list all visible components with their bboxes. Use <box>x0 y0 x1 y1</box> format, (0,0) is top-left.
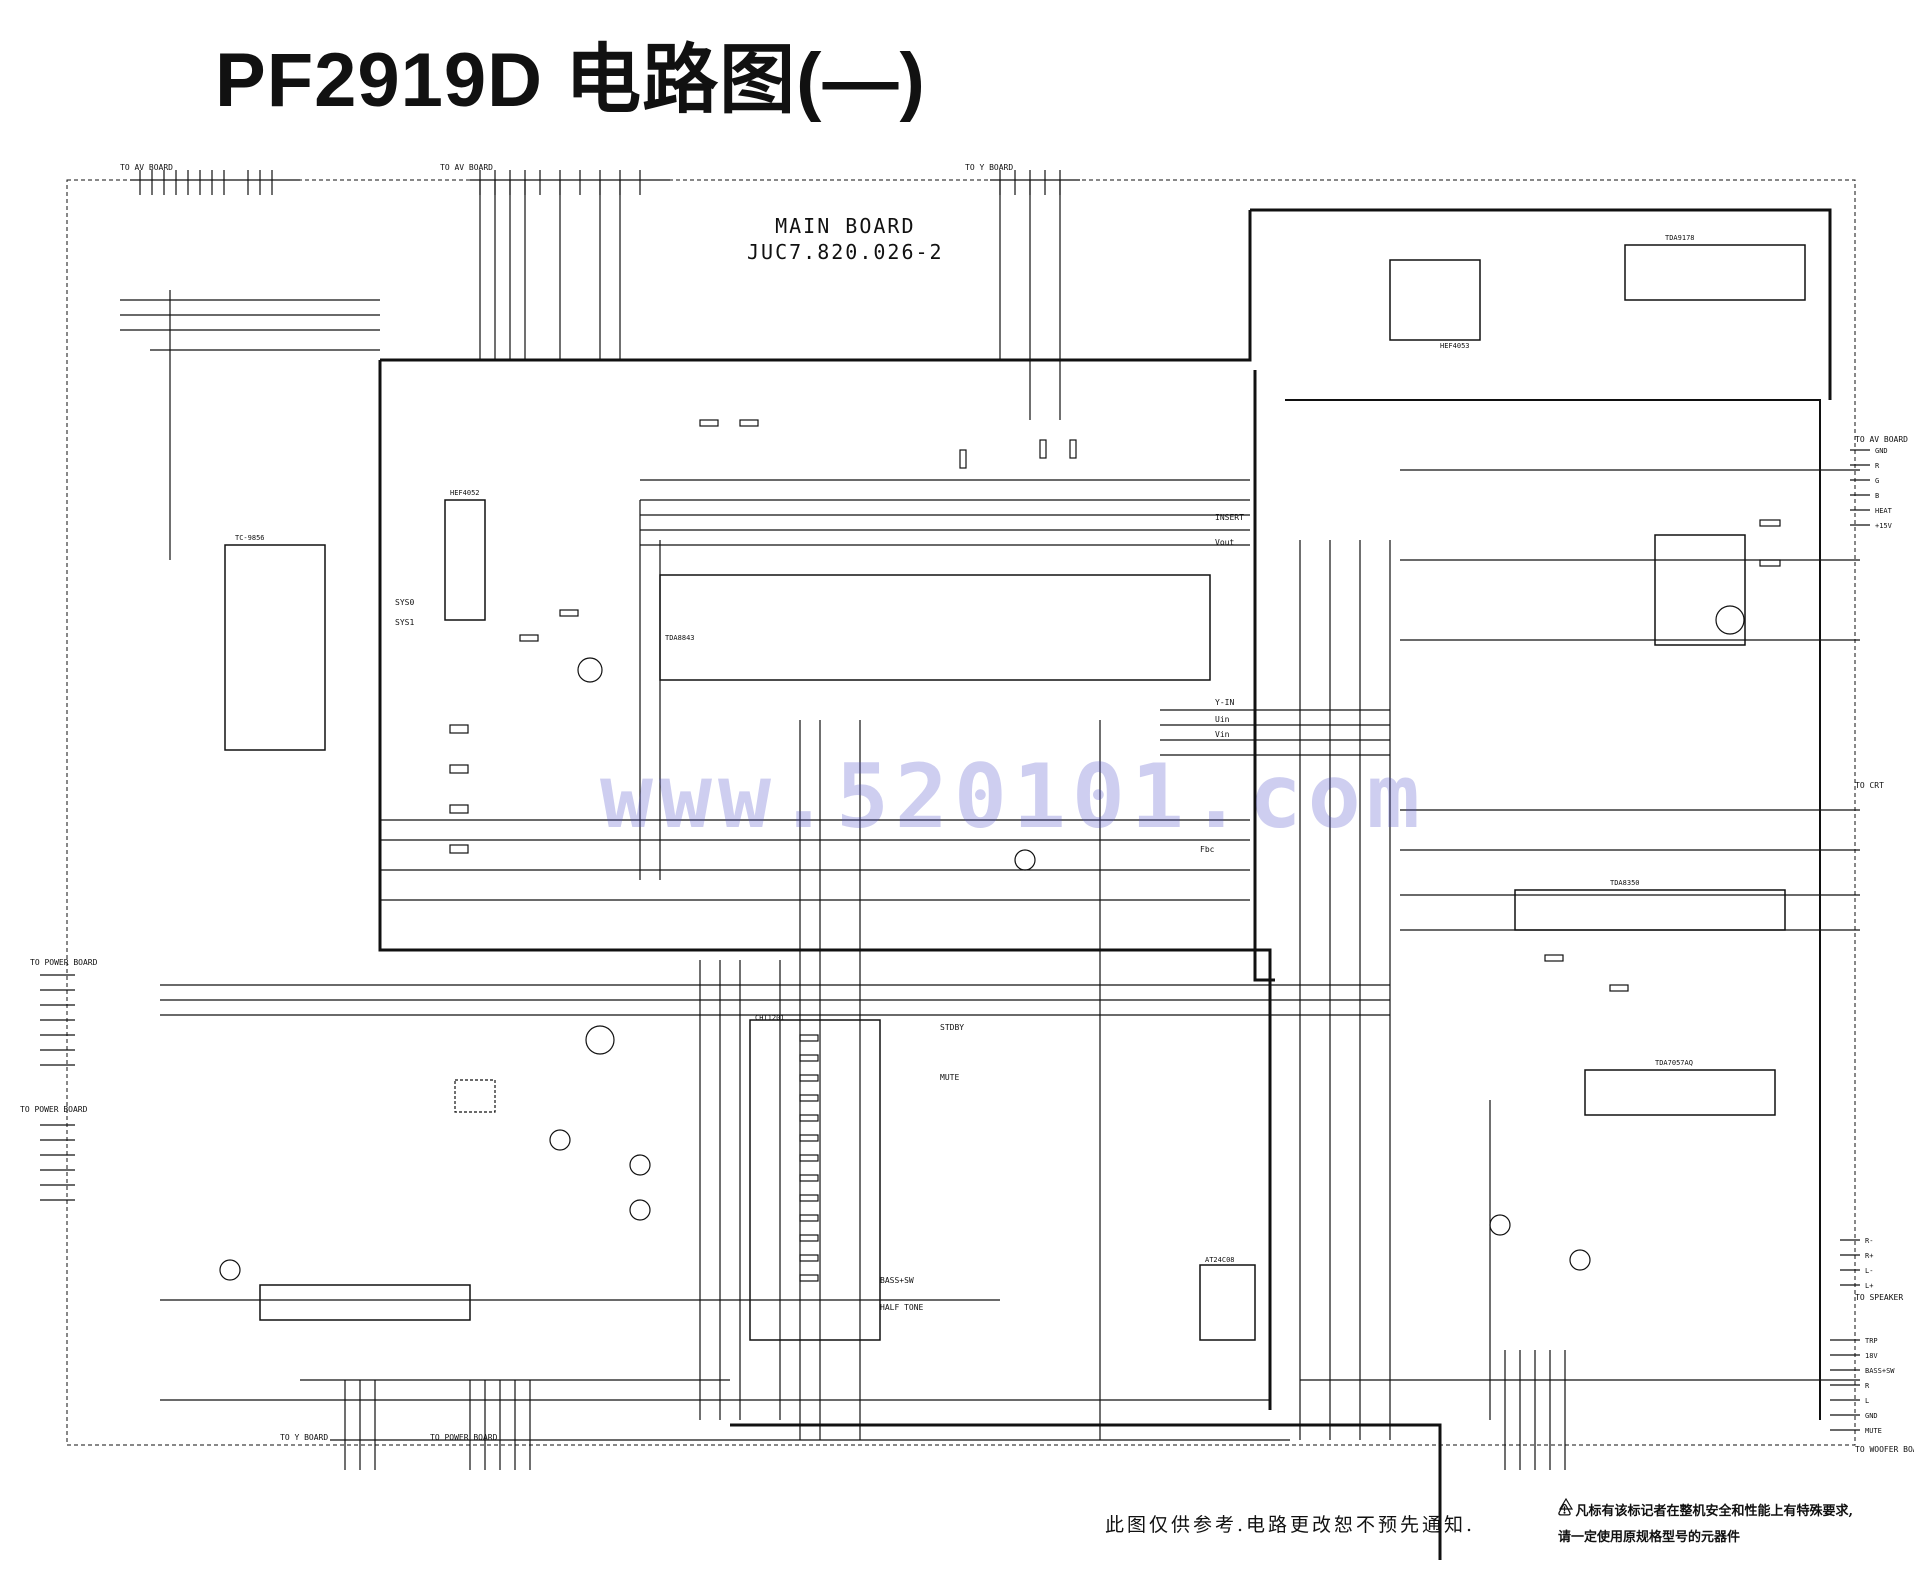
signal-fbc: Fbc <box>1200 845 1215 854</box>
signal-bass-sw: BASS+SW <box>880 1276 914 1285</box>
label-to-crt: TO CRT <box>1855 781 1884 790</box>
ic-n602-body <box>1389 259 1481 341</box>
label-to-av-board-2: TO AV BOARD <box>440 163 493 172</box>
signal-sys1: SYS1 <box>395 618 414 627</box>
chip-n701-label: CHT1201 <box>755 1014 785 1022</box>
woofer-pin-6: MUTE <box>1865 1427 1882 1435</box>
speaker-pin-2: L- <box>1865 1267 1873 1275</box>
watermark-text: www.520101.com <box>600 745 1426 848</box>
safety-note-line-1: ⚠ 凡标有该标记者在整机安全和性能上有特殊要求, <box>1558 1504 1854 1519</box>
top-connector-y <box>990 170 1080 195</box>
passive-components <box>449 419 1781 1282</box>
label-to-power-board-1: TO POWER BOARD <box>30 958 98 967</box>
ic-n701-body <box>749 1019 881 1341</box>
signal-mute: MUTE <box>940 1073 959 1082</box>
board-name: MAIN BOARD <box>775 214 916 238</box>
signal-sys0: SYS0 <box>395 598 414 607</box>
label-to-power-board-bottom: TO POWER BOARD <box>430 1433 498 1442</box>
left-power-connector-1 <box>40 974 75 1066</box>
woofer-pin-0: TRP <box>1865 1337 1878 1345</box>
chip-n801-label: TDA7057AQ <box>1655 1059 1693 1067</box>
signal-insert: INSERT <box>1215 513 1244 522</box>
flyback-transformer <box>1654 534 1746 646</box>
label-to-woofer-board: TO WOOFER BOARD <box>1855 1445 1914 1454</box>
crt-pin-3: B <box>1875 492 1879 500</box>
label-to-av-board-1: TO AV BOARD <box>120 163 173 172</box>
label-to-y-board-bottom: TO Y BOARD <box>280 1433 328 1442</box>
signal-y-out: Vout <box>1215 538 1234 547</box>
left-power-connector-2 <box>40 1124 75 1201</box>
label-to-y-board: TO Y BOARD <box>965 163 1013 172</box>
warning-icon <box>1558 1497 1574 1510</box>
chip-n903-label: TC-9856 <box>235 534 265 542</box>
disclaimer-note: 此图仅供参考.电路更改恕不预先通知. <box>1105 1514 1476 1536</box>
speaker-pin-0: R- <box>1865 1237 1873 1245</box>
board-code: JUC7.820.026-2 <box>747 240 944 264</box>
signal-half-tone: HALF TONE <box>880 1303 924 1312</box>
label-to-power-board-2: TO POWER BOARD <box>20 1105 88 1114</box>
ic-n601-body <box>1624 244 1806 301</box>
ic-n451-body <box>1514 889 1786 931</box>
speaker-pin-1: R+ <box>1865 1252 1873 1260</box>
safety-note-line-2: 请一定使用原规格型号的元器件 <box>1558 1530 1741 1545</box>
top-connector-av-2 <box>470 170 670 195</box>
signal-v-in: Vin <box>1215 730 1230 739</box>
signal-stdby: STDBY <box>940 1023 964 1032</box>
ic-n702-body <box>1199 1264 1256 1341</box>
chip-n201-label: TDA8843 <box>665 634 695 642</box>
label-to-av-board-right: TO AV BOARD <box>1855 435 1908 444</box>
top-connector-av-1 <box>130 170 300 195</box>
crt-pin-0: GND <box>1875 447 1888 455</box>
ic-n201-body <box>659 574 1211 681</box>
ic-n002-body <box>444 499 486 621</box>
main-board-label: MAIN BOARD JUC7.820.026-2 <box>747 213 944 265</box>
speaker-pin-3: L+ <box>1865 1282 1873 1290</box>
chip-n702-label: AT24C08 <box>1205 1256 1235 1264</box>
ic-n801-body <box>1584 1069 1776 1116</box>
woofer-pin-1: 18V <box>1865 1352 1878 1360</box>
woofer-connector <box>1830 1339 1860 1431</box>
crt-pin-2: G <box>1875 477 1879 485</box>
label-to-speaker: TO SPEAKER <box>1855 1293 1903 1302</box>
signal-u-in: Uin <box>1215 715 1230 724</box>
speaker-connector <box>1840 1239 1860 1286</box>
crt-pin-5: +15V <box>1875 522 1893 530</box>
woofer-pin-3: R <box>1865 1382 1870 1390</box>
ic-n903-body <box>224 544 326 751</box>
page-title: PF2919D 电路图(—) <box>215 38 926 123</box>
chip-n602-label: HEF4053 <box>1440 342 1470 350</box>
woofer-pin-5: GND <box>1865 1412 1878 1420</box>
chip-n601-label: TDA9178 <box>1665 234 1695 242</box>
crt-connector <box>1850 449 1870 526</box>
crt-pin-4: HEAT <box>1875 507 1893 515</box>
woofer-pin-4: L <box>1865 1397 1869 1405</box>
safety-note: ⚠ 凡标有该标记者在整机安全和性能上有特殊要求, 请一定使用原规格型号的元器件 <box>1558 1499 1853 1551</box>
schematic-labels: TO AV BOARD TO AV BOARD TO Y BOARD TO AV… <box>20 163 1914 1454</box>
woofer-pin-2: BASS+SW <box>1865 1367 1895 1375</box>
schematic-wires <box>40 170 1870 1560</box>
tuner-body <box>259 1284 471 1321</box>
signal-y-in: Y-IN <box>1215 698 1234 707</box>
chip-n451-label: TDA8350 <box>1610 879 1640 887</box>
chip-n002-label: HEF4052 <box>450 489 480 497</box>
crt-pin-1: R <box>1875 462 1880 470</box>
